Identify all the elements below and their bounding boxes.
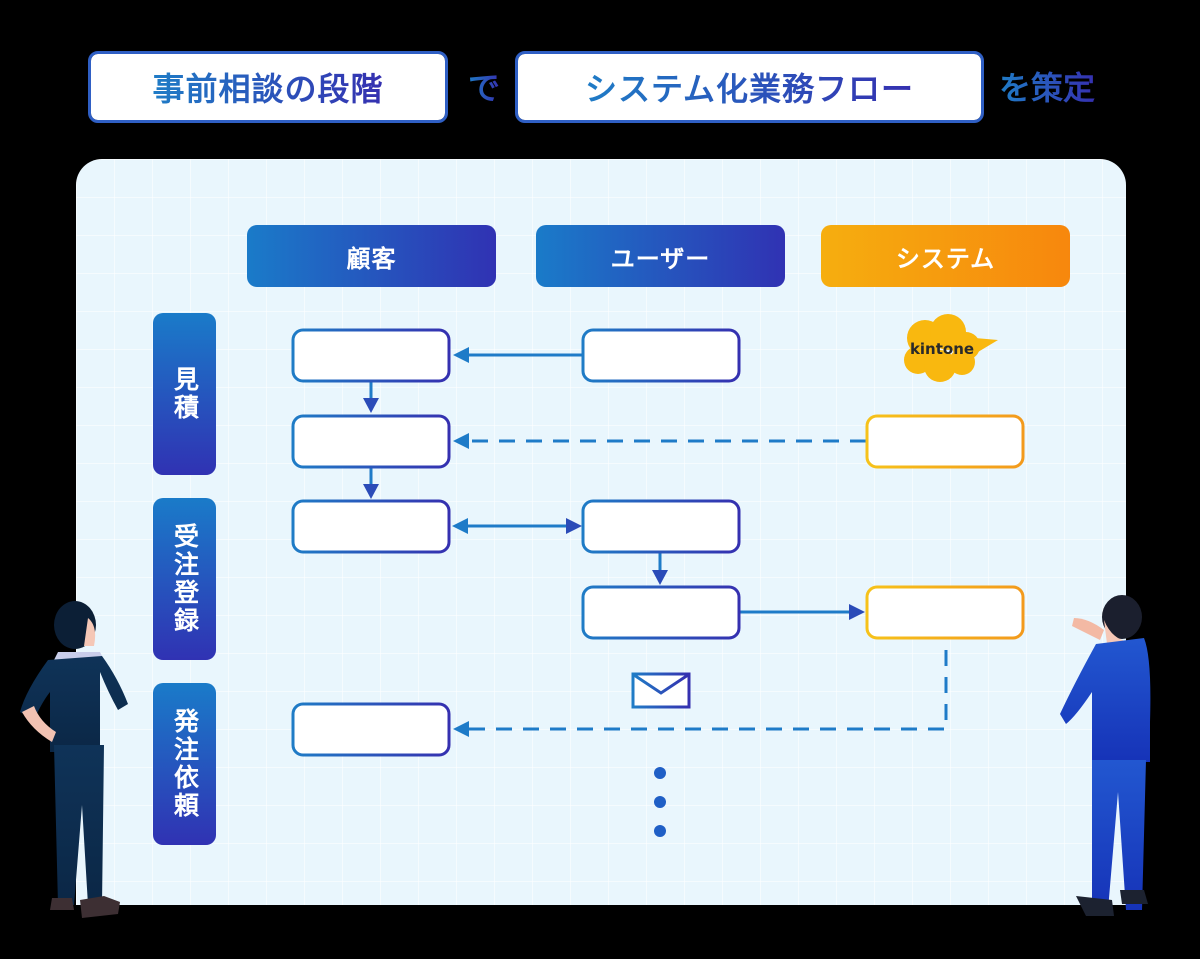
- flow-node-customer-2: [291, 414, 451, 469]
- edge-system-to-customer-mail-dashed: [453, 650, 948, 737]
- arrowhead: [849, 604, 865, 620]
- flow-node-user-3: [581, 585, 741, 640]
- heading-phase-box: 事前相談の段階: [88, 51, 448, 123]
- edge-system-to-customer-dashed: [453, 433, 866, 449]
- flow-node-user-1: [581, 328, 741, 383]
- column-header-user: ユーザー: [536, 225, 785, 287]
- flow-node-system-1: [865, 414, 1025, 469]
- arrowhead: [652, 570, 668, 585]
- heading-connector: で: [468, 63, 500, 109]
- row-header-purchase-request: 発注依頼: [153, 683, 216, 845]
- kintone-label: kintone: [909, 340, 975, 358]
- flow-node-customer-4: [291, 702, 451, 757]
- arrowhead: [453, 721, 469, 737]
- vertical-ellipsis-icon: [654, 767, 666, 837]
- heading-flow-box: システム化業務フロー: [515, 51, 984, 123]
- edge-user-down: [652, 552, 668, 585]
- arrowhead: [453, 347, 469, 363]
- heading-suffix: を策定: [999, 63, 1095, 109]
- arrowhead-left: [452, 518, 468, 534]
- person-right-illustration: [1060, 595, 1151, 916]
- flow-node-system-2: [865, 585, 1025, 640]
- arrowhead-right: [566, 518, 582, 534]
- arrowhead: [453, 433, 469, 449]
- envelope-icon: [631, 672, 691, 709]
- arrowhead: [363, 398, 379, 413]
- edge-estimate-down-1: [363, 381, 379, 413]
- edge-user-to-system: [740, 604, 865, 620]
- row-header-order-entry: 受注登録: [153, 498, 216, 660]
- edge-customer-user-bidirectional: [452, 518, 582, 534]
- flow-node-customer-3: [291, 499, 451, 554]
- edge-estimate-down-2: [363, 467, 379, 499]
- flow-node-customer-1: [291, 328, 451, 383]
- heading-phase-text: 事前相談の段階: [152, 64, 383, 110]
- arrowhead: [363, 484, 379, 499]
- row-header-estimate: 見積: [153, 313, 216, 475]
- flow-node-user-2: [581, 499, 741, 554]
- edge-user-to-customer-estimate: [453, 347, 583, 363]
- kintone-cloud-icon: [904, 314, 998, 382]
- column-header-system: システム: [821, 225, 1070, 287]
- heading-flow-text: システム化業務フロー: [585, 64, 914, 110]
- column-header-customer: 顧客: [247, 225, 496, 287]
- person-left-illustration: [20, 601, 128, 918]
